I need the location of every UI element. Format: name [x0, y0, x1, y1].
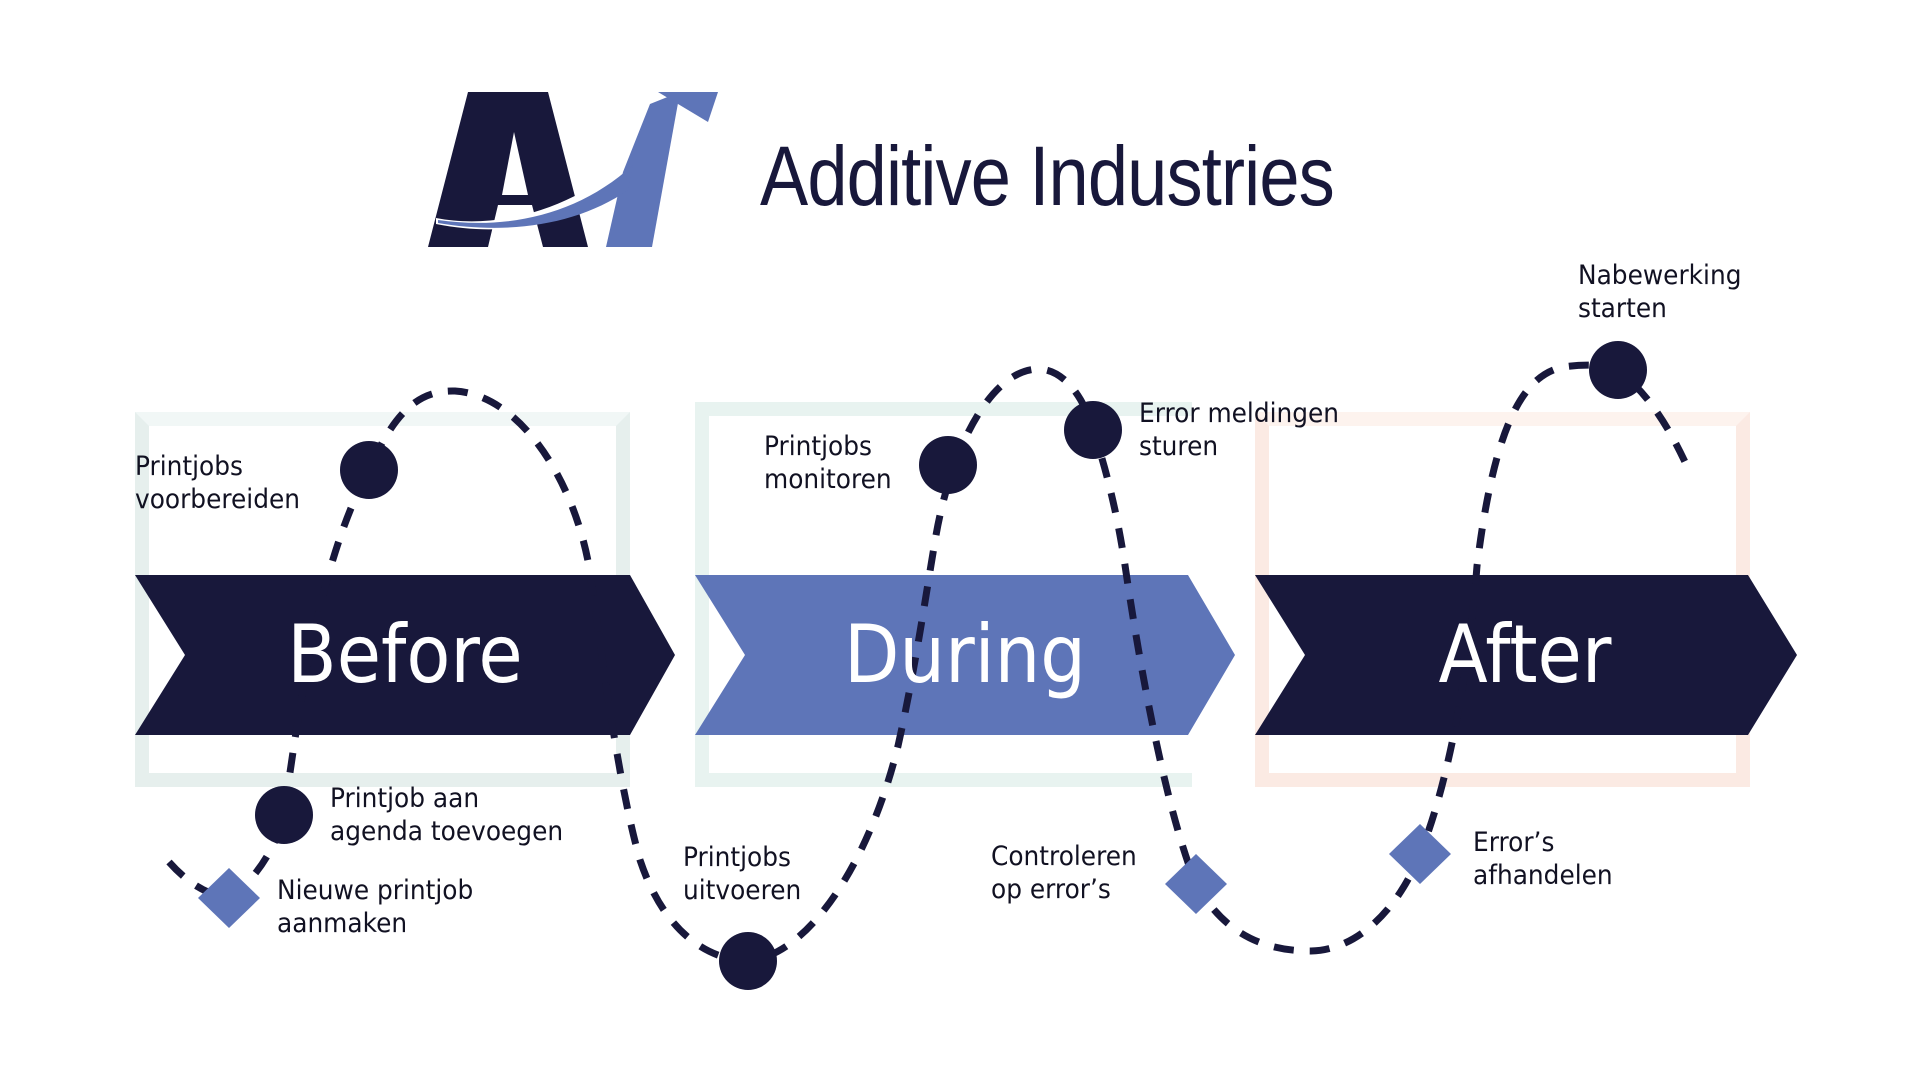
- step-label-printjobs-voorbereiden: Printjobs voorbereiden: [135, 451, 301, 515]
- ai-monogram-logo-icon: [428, 92, 718, 247]
- phase-label-after: After: [1438, 608, 1612, 701]
- dashed-journey-path: [166, 361, 1690, 965]
- brand-name: Additive Industries: [760, 129, 1335, 223]
- step-label-printjobs-uitvoeren: Printjobs uitvoeren: [683, 842, 802, 906]
- step-circle-marker-icon: [919, 436, 977, 494]
- step-circle-marker-icon: [340, 441, 398, 499]
- step-circle-marker-icon: [719, 932, 777, 990]
- logo-blue-swoosh: [438, 165, 633, 228]
- step-label-printjob-agenda: Printjob aan agenda toevoegen: [330, 783, 564, 847]
- step-label-error-meldingen: Error meldingen sturen: [1139, 398, 1340, 462]
- step-circle-marker-icon: [1064, 401, 1122, 459]
- logo-i-top: [658, 92, 718, 122]
- step-diamond-marker-icon: [198, 868, 260, 928]
- after-phase-arrow: [1255, 575, 1797, 735]
- step-label-controleren: Controleren op error’s: [991, 841, 1137, 905]
- step-circle-marker-icon: [255, 786, 313, 844]
- step-circle-marker-icon: [1589, 341, 1647, 399]
- during-phase-arrow: [695, 575, 1235, 735]
- during-background-frame: [695, 402, 1192, 787]
- logo-a-counter: [502, 132, 528, 195]
- phase-label-during: During: [843, 608, 1087, 701]
- logo-i-shape: [606, 92, 680, 247]
- phase-label-before: Before: [287, 608, 523, 701]
- step-label-printjobs-monitoren: Printjobs monitoren: [764, 431, 892, 495]
- step-diamond-marker-icon: [1165, 854, 1227, 914]
- step-label-errors-afhandelen: Error’s afhandelen: [1473, 827, 1613, 891]
- step-label-nabewerking: Nabewerking starten: [1578, 260, 1742, 324]
- before-phase-arrow: [135, 575, 675, 735]
- step-label-nieuwe-printjob: Nieuwe printjob aanmaken: [277, 875, 474, 939]
- step-diamond-marker-icon: [1389, 824, 1451, 884]
